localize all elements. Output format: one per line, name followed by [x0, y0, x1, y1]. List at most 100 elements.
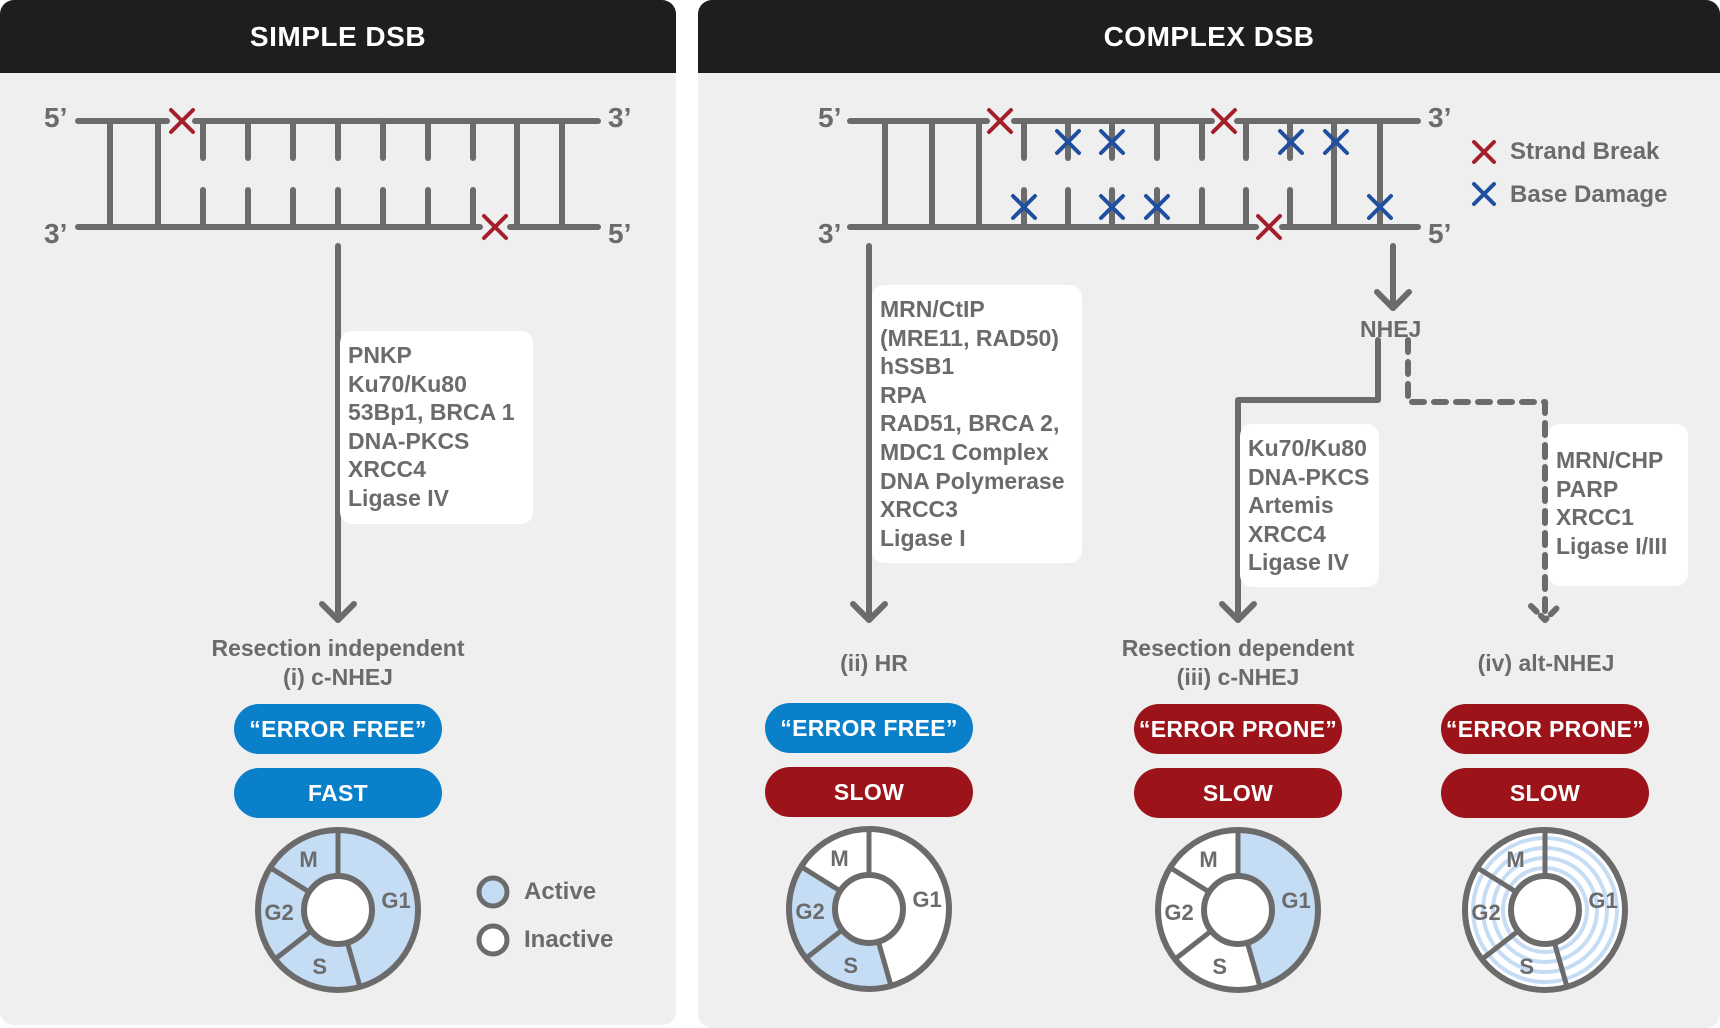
nhej-label: NHEJ: [1360, 316, 1422, 342]
cycle-inner-ring: [1201, 873, 1275, 947]
cycle-phase-label-s: S: [843, 953, 858, 978]
protein-item: MRN/CtIP: [880, 296, 985, 322]
protein-item: RAD51, BRCA 2,: [880, 410, 1060, 437]
pathway-label-line: (iv) alt-NHEJ: [1477, 650, 1615, 676]
cycle-phase-label-g2: G2: [264, 900, 293, 925]
cycle-divider: [1480, 928, 1520, 962]
protein-item: 53Bp1, BRCA 1: [348, 399, 515, 426]
cycle-phase-g2: [258, 867, 312, 960]
protein-item: MRN/CHP: [1556, 447, 1664, 473]
protein-item: RPA: [880, 381, 927, 408]
pathway-3-label: Resection dependent (iii) c-NHEJ: [1088, 634, 1388, 692]
cycle-phase-label-m: M: [299, 847, 317, 872]
complex-top-3-prime: 3’: [1428, 102, 1452, 133]
simple-dsb-title: SIMPLE DSB: [0, 0, 676, 73]
protein-item: Ligase IV: [1248, 549, 1349, 576]
cycle-phase-g1: [1238, 830, 1319, 987]
alt-nhej-arrowhead: [1528, 603, 1562, 623]
cycle-divider: [804, 927, 844, 961]
complex-bottom-5-prime: 5’: [1428, 218, 1452, 249]
protein-list-pathway-2: MRN/CtIP (MRE11, RAD50) hSSB1 RPA RAD51,…: [872, 285, 1082, 563]
protein-item: DNA Polymerase: [880, 467, 1065, 494]
protein-list-pathway-1: PNKP Ku70/Ku80 53Bp1, BRCA 1 DNA-PKCS XR…: [340, 331, 533, 524]
simple-top-5-prime: 5’: [44, 102, 68, 133]
simple-bottom-5-prime: 5’: [608, 218, 632, 249]
cycle-phase-label-m: M: [1199, 847, 1217, 872]
legend-active-label: Active: [524, 878, 597, 905]
cycle-phase-label-g2: G2: [795, 899, 824, 924]
cycle-phase-label-m: M: [830, 846, 848, 871]
protein-item: Ku70/Ku80: [1248, 435, 1367, 461]
cycle-phase-g1: [338, 830, 419, 987]
protein-item: Artemis: [1248, 492, 1334, 519]
simple-bottom-3-prime: 3’: [44, 218, 68, 249]
pathway-label-line: (iii) c-NHEJ: [1176, 664, 1300, 690]
protein-item: Ligase I: [880, 524, 966, 551]
protein-item: PNKP: [348, 342, 412, 368]
cycle-phase-label-s: S: [312, 954, 327, 979]
complex-dsb-title: COMPLEX DSB: [698, 0, 1720, 73]
strand-break-marker: [482, 214, 508, 240]
cycle-phase-g2: [789, 866, 843, 959]
complex-dna-strand: [847, 118, 1421, 230]
cycle-divider: [268, 865, 311, 895]
pathway-2-fidelity-badge: “ERROR FREE”: [765, 703, 973, 753]
legend-inactive-label: Inactive: [524, 926, 614, 953]
cycle-phase-label-s: S: [1212, 954, 1227, 979]
pathway-label-line: (ii) HR: [840, 650, 908, 676]
cycle-inner-ring: [832, 872, 906, 946]
pathway-2-label: (ii) HR: [724, 649, 1024, 678]
cycle-divider: [875, 940, 894, 987]
cycle-divider: [1475, 865, 1518, 895]
cycle-phase-label-g2: G2: [1471, 900, 1500, 925]
complex-top-5-prime: 5’: [818, 102, 842, 133]
pathway-3-fidelity-badge: “ERROR PRONE”: [1134, 704, 1342, 754]
cycle-phase-label-m: M: [1506, 847, 1524, 872]
legend-base-damage-icon: [1472, 182, 1496, 206]
pathway-2-speed-badge: SLOW: [765, 767, 973, 817]
cycle-divider: [1551, 941, 1570, 988]
strand-break-marker: [169, 108, 195, 134]
alt-nhej-dashed-arrow: [1405, 337, 1548, 621]
protein-item: Ligase IV: [348, 484, 449, 511]
cycle-divider: [1244, 941, 1263, 988]
cycle-inner-ring: [301, 873, 375, 947]
cycle-divider: [1168, 865, 1211, 895]
protein-item: XRCC3: [880, 496, 958, 523]
protein-item: XRCC1: [1556, 504, 1634, 531]
legend-active-icon: [476, 875, 510, 909]
pathway-4-fidelity-badge: “ERROR PRONE”: [1441, 704, 1649, 754]
cycle-outer-ring: [1462, 827, 1628, 993]
pathway-4-label: (iv) alt-NHEJ: [1396, 649, 1696, 678]
protein-item: DNA-PKCS: [348, 427, 470, 454]
protein-list-pathway-4: MRN/CHP PARP XRCC1 Ligase I/III: [1548, 424, 1688, 586]
cycle-phase-label-g1: G1: [1281, 888, 1310, 913]
protein-item: XRCC4: [348, 456, 426, 483]
simple-dna-strand: [75, 118, 601, 230]
legend-base-damage-label: Base Damage: [1510, 181, 1668, 208]
protein-list-pathway-3: Ku70/Ku80 DNA-PKCS Artemis XRCC4 Ligase …: [1240, 424, 1379, 587]
pathway-arrows: [319, 243, 1412, 623]
cycle-divider: [799, 864, 842, 894]
cycle-outer-ring: [786, 826, 952, 992]
legend-inactive-icon: [476, 923, 510, 957]
cycle-divider: [344, 941, 363, 988]
simple-top-3-prime: 3’: [608, 102, 632, 133]
cycle-phase-g1: [869, 829, 949, 986]
legend-strand-break-icon: [1472, 140, 1496, 164]
cycle-phase-g2: [1158, 867, 1212, 960]
protein-item: Ku70/Ku80: [348, 370, 467, 397]
strand-break-marker: [987, 108, 1282, 240]
pathway-label-line: Resection dependent: [1121, 635, 1355, 661]
cycle-inner-ring: [1508, 873, 1582, 947]
cycle-phase-label-s: S: [1519, 954, 1534, 979]
protein-item: PARP: [1556, 475, 1619, 502]
complex-bottom-3-prime: 3’: [818, 218, 842, 249]
pathway-3-speed-badge: SLOW: [1134, 768, 1342, 818]
legend-strand-break-label: Strand Break: [1510, 138, 1660, 165]
